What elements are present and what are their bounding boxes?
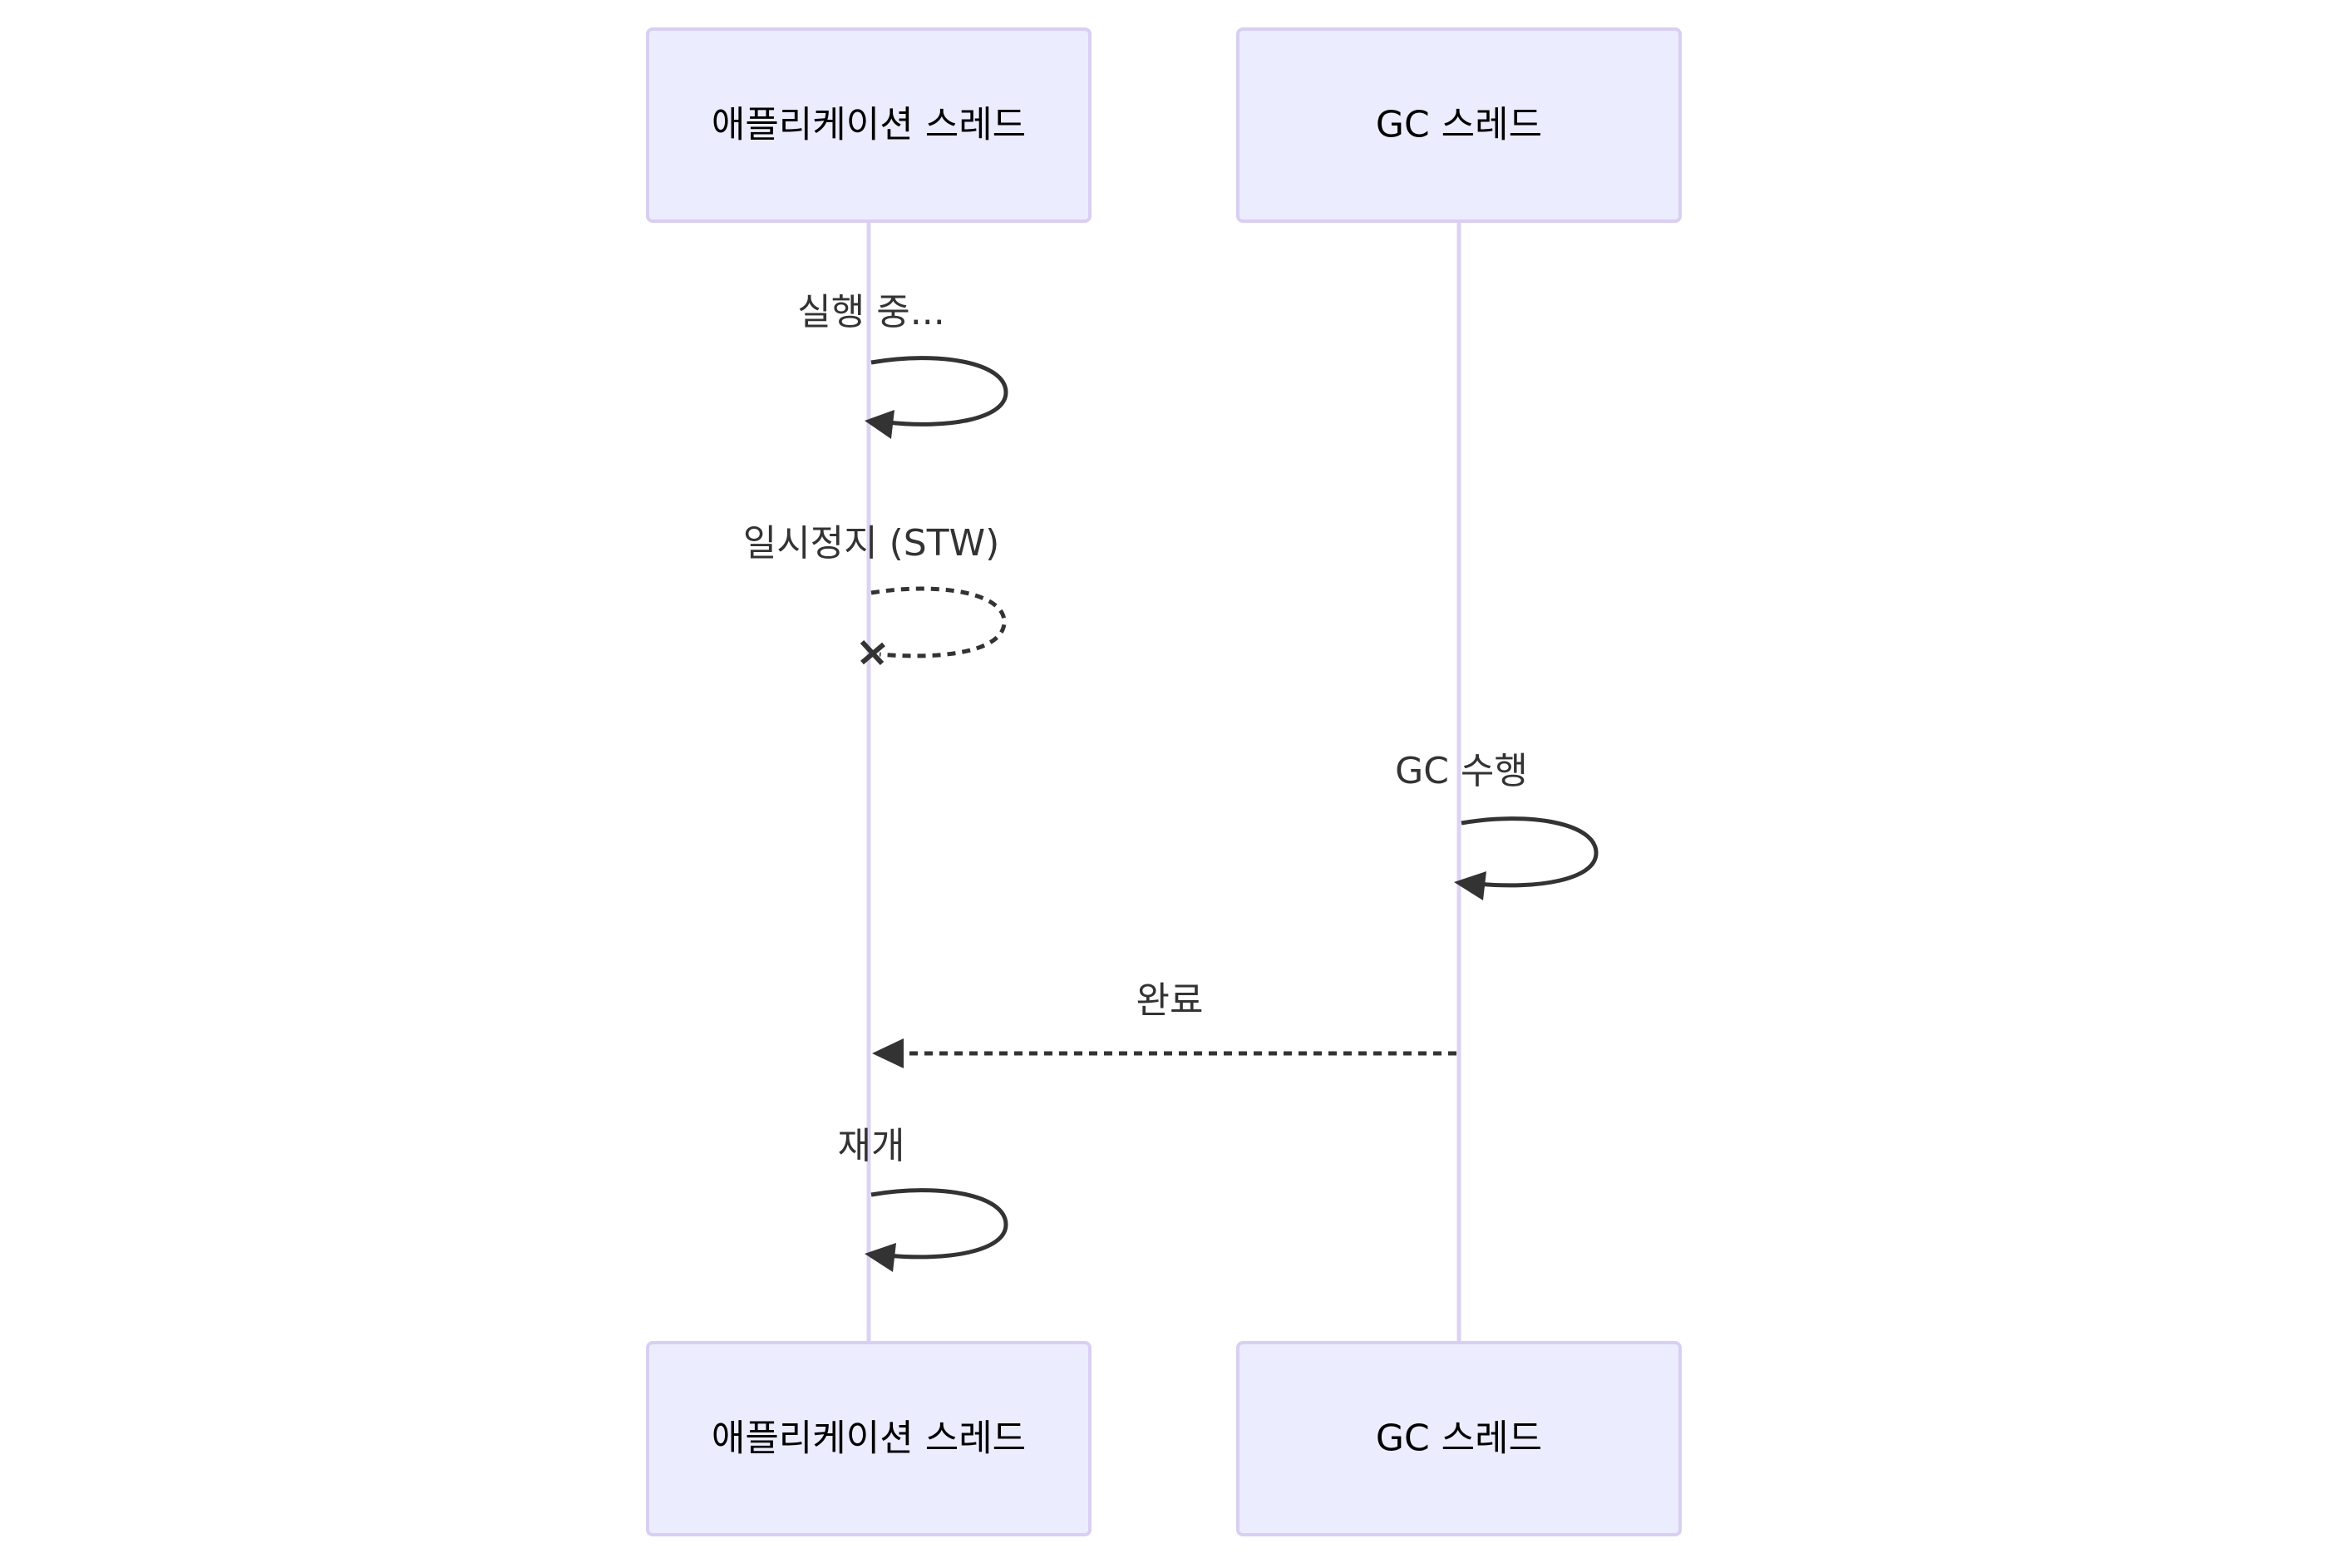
message-resume-loop [870,1188,1008,1260]
message-resume-arrowhead [865,1243,896,1272]
actor-gc-top-label: GC 스레드 [1376,104,1542,146]
actor-app-top-label: 애플리케이션 스레드 [712,104,1026,146]
actor-gc-top: GC 스레드 [1236,27,1682,223]
message-resume-label: 재개 [838,1125,905,1167]
actor-gc-bottom-label: GC 스레드 [1376,1418,1542,1460]
message-pause-cross-icon [860,639,885,666]
message-gc-run-arrowhead [1454,871,1486,900]
message-pause-label: 일시정지 (STW) [743,522,1000,565]
message-running-label: 실행 중... [797,291,944,333]
message-done: 완료 [872,979,1456,1068]
actor-gc-bottom: GC 스레드 [1236,1341,1682,1536]
actor-app-top: 애플리케이션 스레드 [646,27,1092,223]
message-done-arrowhead [872,1038,904,1068]
actor-app-bottom: 애플리케이션 스레드 [646,1341,1092,1536]
message-done-label: 완료 [1136,979,1204,1022]
message-running: 실행 중... [797,291,1008,439]
message-resume: 재개 [838,1125,1008,1272]
message-pause: 일시정지 (STW) [743,522,1007,666]
message-running-loop [870,356,1008,427]
message-gc-run: GC 수행 [1395,750,1599,900]
message-running-arrowhead [865,410,894,439]
message-gc-run-label: GC 수행 [1395,750,1528,792]
actor-app-bottom-label: 애플리케이션 스레드 [712,1418,1026,1460]
message-pause-loop [870,586,1007,658]
message-gc-run-loop [1461,816,1599,888]
